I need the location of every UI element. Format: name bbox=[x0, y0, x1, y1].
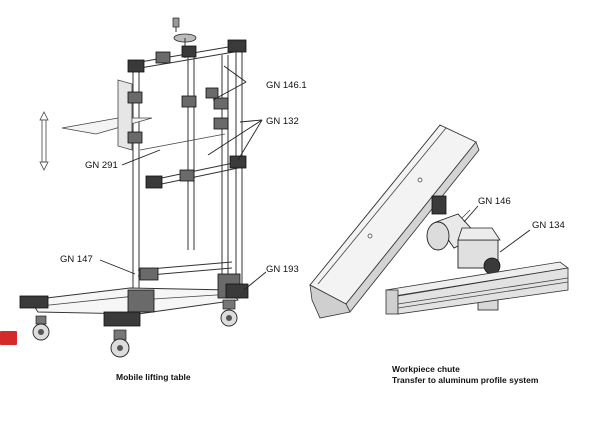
aluminum-profile bbox=[385, 261, 569, 315]
cross-tubes bbox=[139, 44, 241, 187]
label-gn-147: GN 147 bbox=[60, 254, 93, 265]
caption-mobile-lifting-table: Mobile lifting table bbox=[116, 372, 191, 382]
label-gn-291: GN 291 bbox=[85, 160, 118, 171]
workpiece-chute-drawing: GN 146 GN 134 bbox=[309, 124, 569, 319]
height-adjust-arrow bbox=[39, 111, 49, 171]
leader-lines-left bbox=[99, 65, 267, 291]
mobile-lifting-table-drawing: GN 146.1 GN 132 GN 291 GN 147 GN 193 bbox=[19, 17, 307, 358]
frame-clamps bbox=[127, 39, 247, 189]
label-gn-193: GN 193 bbox=[266, 264, 299, 275]
leader-gn-146 bbox=[463, 205, 479, 223]
vertical-posts bbox=[132, 50, 243, 300]
label-gn-132: GN 132 bbox=[266, 116, 299, 127]
label-gn-134: GN 134 bbox=[532, 220, 565, 231]
label-gn-146: GN 146 bbox=[478, 196, 511, 207]
base-frame bbox=[19, 261, 249, 327]
caption-transfer-profile-system: Transfer to aluminum profile system bbox=[392, 375, 539, 385]
chute-rail bbox=[309, 124, 477, 305]
brand-badge bbox=[0, 331, 17, 345]
leader-gn-134 bbox=[499, 229, 531, 253]
label-gn-146-1: GN 146.1 bbox=[266, 80, 307, 91]
caption-workpiece-chute: Workpiece chute bbox=[392, 364, 460, 374]
casters bbox=[32, 299, 238, 358]
